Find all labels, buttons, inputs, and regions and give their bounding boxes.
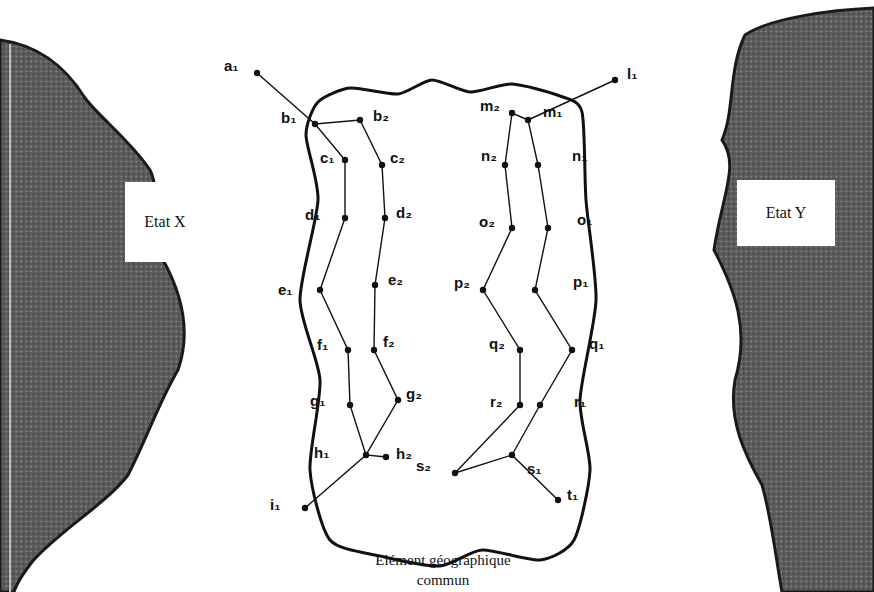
point-label: d₁ <box>305 207 320 222</box>
point-label: h₂ <box>396 446 412 461</box>
point-dot <box>312 121 318 127</box>
point-dot <box>509 110 515 116</box>
point-dot <box>342 215 348 221</box>
point-dot <box>395 397 401 403</box>
point-label: q₁ <box>589 336 604 351</box>
point-dot <box>532 287 538 293</box>
point-dot <box>569 347 575 353</box>
point-dot <box>517 402 523 408</box>
point-dot <box>347 402 353 408</box>
point-dot <box>545 225 551 231</box>
point-label: n₁ <box>572 148 587 163</box>
point-label: r₁ <box>574 394 586 409</box>
point-label: o₁ <box>577 212 592 227</box>
point-label: m₁ <box>543 104 563 119</box>
point-dot <box>363 452 369 458</box>
point-label: l₁ <box>627 66 637 81</box>
point-label: s₂ <box>416 458 431 473</box>
point-label: e₂ <box>388 272 403 287</box>
point-dot <box>317 287 323 293</box>
point-dot <box>535 162 541 168</box>
state-name: Etat Y <box>766 204 807 222</box>
point-label: d₂ <box>396 205 412 220</box>
point-dot <box>612 77 618 83</box>
boundary-line <box>455 113 528 473</box>
point-dot <box>302 505 308 511</box>
point-dot <box>555 497 561 503</box>
point-dot <box>371 347 377 353</box>
point-label: r₂ <box>490 394 503 409</box>
point-label: f₁ <box>317 337 328 352</box>
point-dot <box>525 117 531 123</box>
point-dot <box>509 225 515 231</box>
point-dot <box>502 162 508 168</box>
point-dot <box>372 282 378 288</box>
point-dot <box>379 162 385 168</box>
point-label: t₁ <box>567 487 578 502</box>
point-dot <box>382 215 388 221</box>
point-label: c₁ <box>320 150 335 165</box>
point-label: s₁ <box>527 461 542 476</box>
boundary-line <box>257 73 366 508</box>
point-dot <box>517 347 523 353</box>
boundary-line <box>512 80 615 500</box>
point-dot <box>342 157 348 163</box>
point-label: g₂ <box>406 386 422 401</box>
point-label: i₁ <box>270 497 280 512</box>
boundary-line <box>315 120 398 457</box>
point-dot <box>383 454 389 460</box>
point-label: g₁ <box>310 393 325 408</box>
state-label-box: Etat Y <box>737 180 835 246</box>
state-label-box: Etat X <box>125 182 205 262</box>
point-label: h₁ <box>314 445 329 460</box>
point-dot <box>480 287 486 293</box>
point-dot <box>509 452 515 458</box>
point-label: o₂ <box>479 214 495 229</box>
point-label: n₂ <box>481 148 497 163</box>
caption: Elément géographique commun <box>353 550 533 591</box>
point-label: p₁ <box>573 274 588 289</box>
point-dot <box>452 470 458 476</box>
point-dot <box>254 70 260 76</box>
state-name: Etat X <box>144 213 185 231</box>
point-label: q₂ <box>489 336 505 351</box>
point-dot <box>345 347 351 353</box>
point-label: e₁ <box>278 282 293 297</box>
point-dot <box>357 117 363 123</box>
point-label: m₂ <box>480 98 500 113</box>
point-label: f₂ <box>383 334 395 349</box>
point-dot <box>537 402 543 408</box>
state-y-territory <box>714 8 874 592</box>
state-x-territory <box>0 40 184 592</box>
state-x-edge <box>9 44 11 592</box>
point-label: b₂ <box>373 108 389 123</box>
point-label: c₂ <box>390 150 405 165</box>
point-label: a₁ <box>224 58 239 73</box>
point-label: b₁ <box>281 110 296 125</box>
point-label: p₂ <box>454 275 470 290</box>
